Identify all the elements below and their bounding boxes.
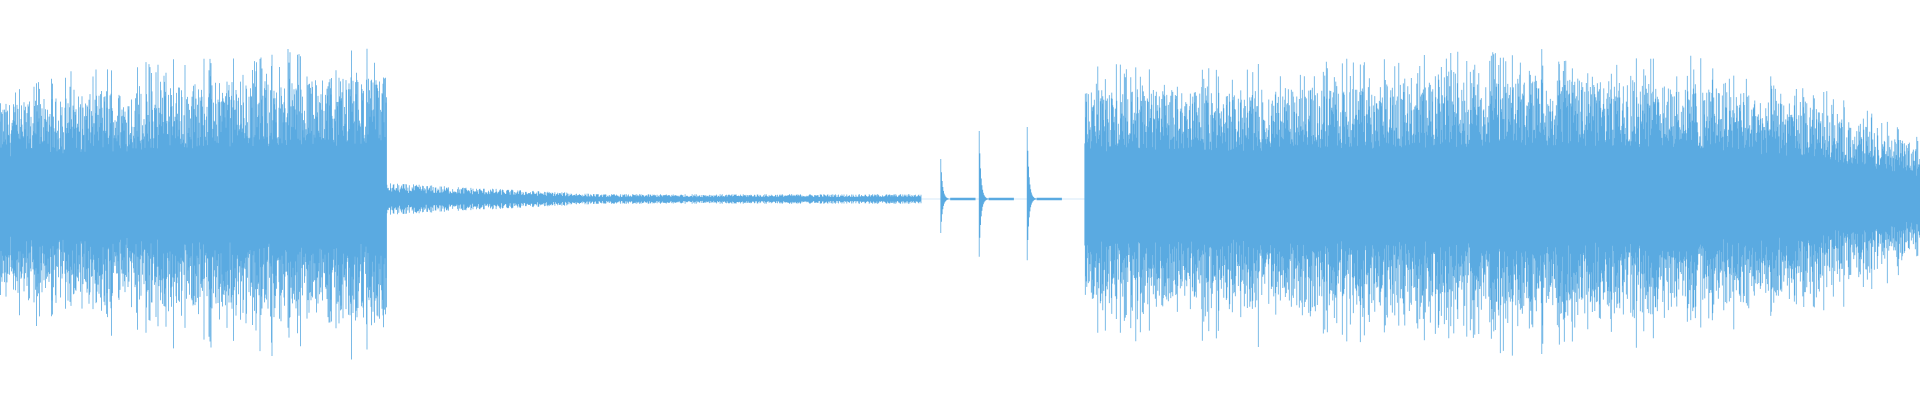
waveform-samples bbox=[0, 48, 1920, 360]
waveform-path bbox=[0, 48, 1920, 360]
